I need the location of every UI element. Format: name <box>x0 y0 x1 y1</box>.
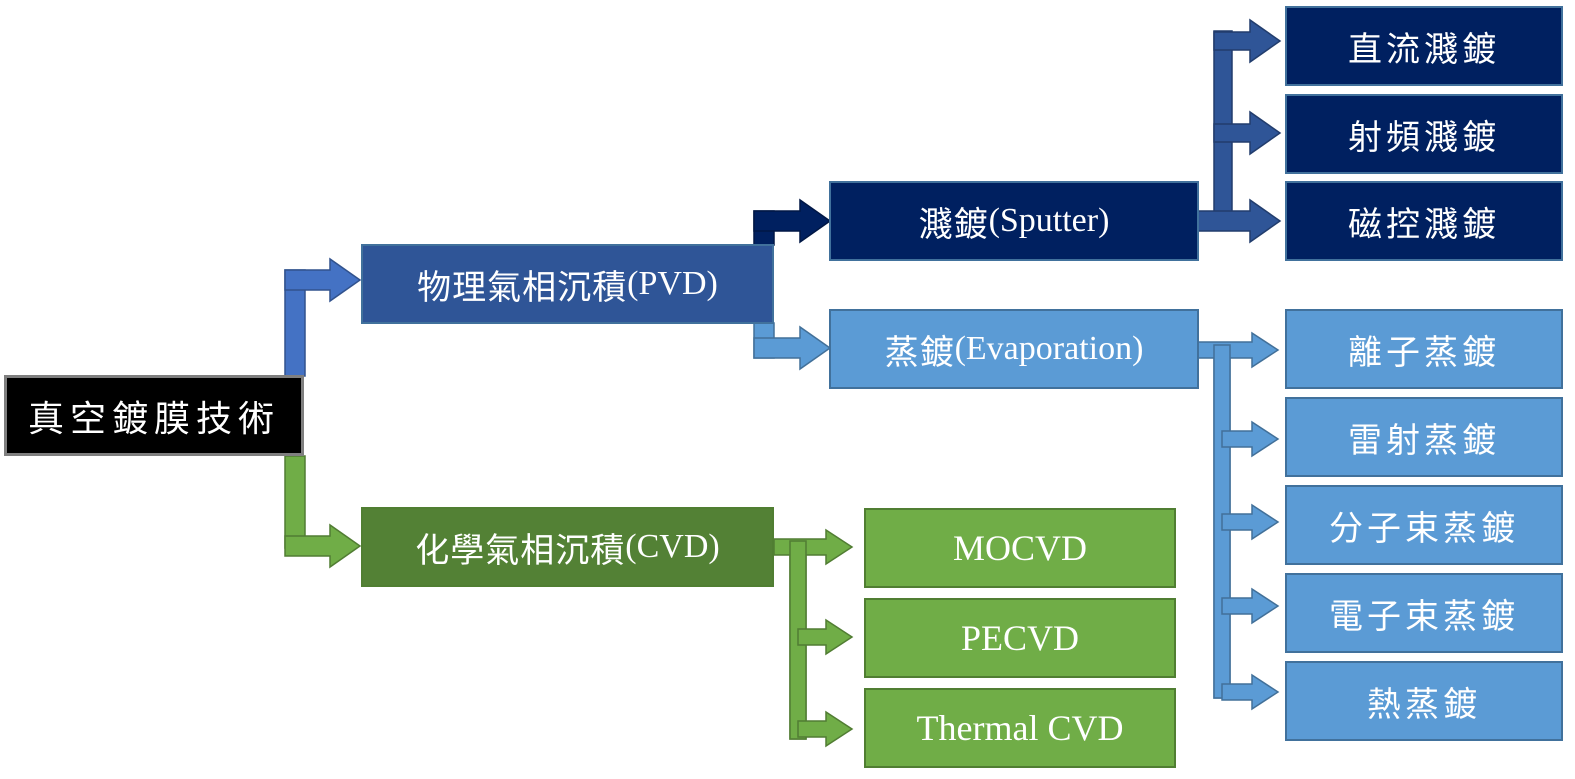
cvd-label-cjk: 化學氣相沉積 <box>415 530 626 571</box>
arrow-sputter-child-icon <box>1213 110 1282 156</box>
sputter-node: 濺鍍(Sputter) <box>829 181 1199 261</box>
arrow-sputter-child-icon <box>1213 18 1282 64</box>
sputter-label-cjk: 濺鍍 <box>918 204 989 245</box>
arrow-evaporation-child-icon <box>1221 503 1280 541</box>
cvd-child-node: PECVD <box>864 598 1176 678</box>
sputter-child-label: 直流濺鍍 <box>1348 29 1500 70</box>
cvd-child-node: MOCVD <box>864 508 1176 588</box>
evaporation-child-node: 分子束蒸鍍 <box>1285 485 1563 565</box>
sputter-child-label: 射頻濺鍍 <box>1348 117 1500 158</box>
arrow-cvd-child-icon <box>797 618 854 656</box>
evaporation-child-label: 電子束蒸鍍 <box>1329 596 1519 637</box>
root-label: 真空鍍膜技術 <box>27 398 280 440</box>
evaporation-child-node: 離子蒸鍍 <box>1285 309 1563 389</box>
cvd-child-node: Thermal CVD <box>864 688 1176 768</box>
evaporation-label-latin: (Evaporation) <box>954 330 1144 367</box>
sputter-child-label: 磁控濺鍍 <box>1348 204 1500 245</box>
arrow-evaporation-child-icon <box>1221 587 1280 625</box>
evaporation-child-label: 雷射蒸鍍 <box>1348 420 1500 461</box>
cvd-child-label: PECVD <box>960 618 1080 658</box>
sputter-label-latin: (Sputter) <box>988 202 1110 239</box>
pvd-label-latin: (PVD) <box>627 265 718 302</box>
arrow-root-to-cvd-icon <box>284 523 362 569</box>
arrow-cvd-child-icon <box>797 710 854 748</box>
arrow-evaporation-child-icon <box>1221 420 1280 458</box>
evaporation-child-label: 分子束蒸鍍 <box>1329 508 1519 549</box>
pvd-label-cjk: 物理氣相沉積 <box>417 267 628 308</box>
evaporation-child-label: 熱蒸鍍 <box>1367 684 1481 725</box>
arrow-sputter-child-icon <box>1197 198 1282 244</box>
evaporation-child-node: 雷射蒸鍍 <box>1285 397 1563 477</box>
evaporation-label-cjk: 蒸鍍 <box>884 332 955 373</box>
arrow-evaporation-child-icon <box>1221 673 1280 711</box>
evaporation-node: 蒸鍍(Evaporation) <box>829 309 1199 389</box>
cvd-child-label: Thermal CVD <box>916 708 1124 748</box>
sputter-child-node: 磁控濺鍍 <box>1285 181 1563 261</box>
connector-root-cvd-vertical <box>284 455 306 549</box>
pvd-node: 物理氣相沉積(PVD) <box>361 244 774 324</box>
arrow-root-to-pvd-icon <box>284 257 362 303</box>
cvd-child-label: MOCVD <box>952 528 1087 568</box>
arrow-pvd-to-evaporation-icon <box>753 325 832 371</box>
sputter-child-node: 射頻濺鍍 <box>1285 94 1563 174</box>
evaporation-child-node: 熱蒸鍍 <box>1285 661 1563 741</box>
evaporation-child-label: 離子蒸鍍 <box>1348 332 1500 373</box>
cvd-node: 化學氣相沉積(CVD) <box>361 507 774 587</box>
arrow-evaporation-child-icon <box>1197 331 1280 369</box>
root-node: 真空鍍膜技術 <box>4 375 304 456</box>
arrow-pvd-to-sputter-icon <box>753 198 832 244</box>
cvd-label-latin: (CVD) <box>625 528 720 565</box>
evaporation-child-node: 電子束蒸鍍 <box>1285 573 1563 653</box>
arrow-cvd-child-icon <box>773 528 854 566</box>
sputter-child-node: 直流濺鍍 <box>1285 6 1563 86</box>
